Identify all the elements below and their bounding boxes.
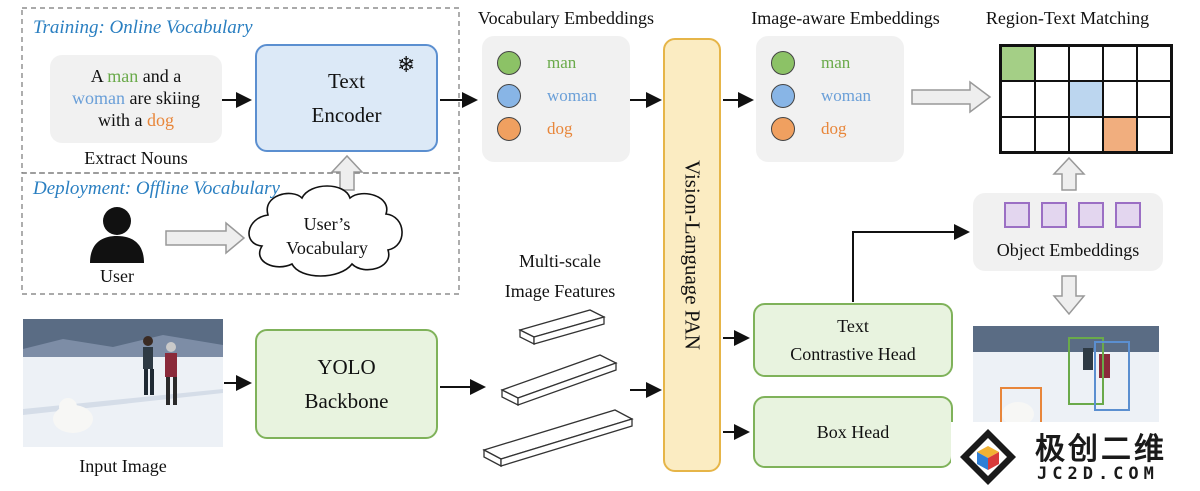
user-icon [90,207,144,263]
hollow-arrow-match [911,80,992,114]
watermark: 极创二维 JC2D.COM [951,422,1200,491]
watermark-en: JC2D.COM [1037,464,1159,484]
vocab-word: dog [821,119,847,138]
aware-row-woman: woman [771,84,871,108]
vocab-row-dog: dog [497,117,573,141]
vocab-row-woman: woman [497,84,597,108]
caption-text: are skiing [125,88,200,108]
box-head-label: Box Head [816,421,890,442]
yolo-label: Backbone [304,389,389,413]
aware-row-dog: dog [771,117,847,141]
watermark-cn: 极创二维 [1035,432,1167,467]
caption-man: man [107,66,139,86]
snowflake-icon: ❄ [397,53,416,78]
output-image [973,326,1159,434]
caption-text: A [90,66,108,86]
text-encoder-box: Text Encoder [255,44,438,152]
vocab-word: man [821,53,851,72]
input-image-label: Input Image [79,456,167,476]
cube-logo-icon [960,429,1016,485]
input-image [23,319,223,447]
pan-label: Vision-Language PAN [680,160,705,350]
ski-scene-image [23,319,223,447]
object-embedding [1078,202,1104,228]
vocabulary-cloud [248,185,403,277]
yolo-backbone-box: YOLO Backbone [255,329,438,439]
text-head-label: Contrastive Head [790,344,916,364]
vocab-row-man: man [497,51,576,75]
man-dot [771,51,795,75]
vocab-word: dog [547,119,573,138]
multi-scale-line: Multi-scale [519,251,601,271]
text-encoder-label: Text [327,69,366,93]
text-contrastive-head: Text Contrastive Head [753,303,953,377]
caption-dog: dog [147,110,174,130]
hollow-arrow-down [1052,275,1086,316]
deployment-title: Deployment: Offline Vocabulary [33,178,280,199]
man-dot [497,51,521,75]
dog-dot [771,117,795,141]
hollow-arrow-up [1052,156,1086,191]
text-encoder-label: Encoder [311,103,382,127]
users-vocabulary-label: User’s Vocabulary [272,212,382,260]
detection-result-image [973,326,1159,434]
multi-scale-label: Multi-scale Image Features [480,246,640,306]
vocab-embeddings-title: Vocabulary Embeddings [477,8,655,28]
user-label: User [100,266,134,286]
object-embedding-squares [1004,202,1141,228]
vocab-word: woman [547,86,598,105]
vision-language-pan [663,38,721,472]
region-text-title: Region-Text Matching [985,8,1150,28]
yolo-label: YOLO [317,355,376,379]
caption-text: and a [138,66,182,86]
matching-grid [999,44,1173,154]
hollow-arrow-user [165,221,246,255]
users-vocabulary-line: User’s [303,214,351,234]
multi-scale-line: Image Features [504,281,616,301]
box-head: Box Head [753,396,953,468]
object-embedding [1041,202,1067,228]
aware-row-man: man [771,51,850,75]
feature-slabs [482,309,634,468]
vocab-word: man [547,53,577,72]
object-embedding [1004,202,1030,228]
extract-nouns-label: Extract Nouns [84,148,188,168]
woman-dot [497,84,521,108]
image-aware-title: Image-aware Embeddings [751,8,940,28]
hollow-arrow-vocab [330,154,364,191]
caption-box: A man and a woman are skiing with a dog [50,55,222,143]
caption-woman: woman [72,88,125,108]
caption-text: with a [98,110,147,130]
vocab-word: woman [821,86,872,105]
dog-dot [497,117,521,141]
training-title: Training: Online Vocabulary [33,17,253,38]
users-vocabulary-line: Vocabulary [286,238,368,258]
deployment-region [21,172,460,295]
object-embedding [1115,202,1141,228]
text-head-label: Text [837,316,869,336]
object-embeddings-label: Object Embeddings [996,240,1140,260]
woman-dot [771,84,795,108]
